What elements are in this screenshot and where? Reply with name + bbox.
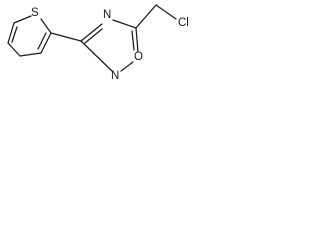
- thiophene-ring: S: [7, 7, 52, 57]
- oxadiazole-c3-n4-double-bond-inner: [84, 28, 103, 44]
- oxadiazole-n4-c5-bond: [112, 19, 137, 29]
- thiophene-c3-c4prime-bond: [19, 52, 42, 57]
- oxadiazole-ring: N N O: [80, 9, 143, 82]
- thiophene-c2-c3-bond: [40, 32, 52, 54]
- thiophene-c5-s-bond: [13, 15, 32, 24]
- thiophene-c4-c5-bond: [7, 22, 15, 44]
- oxadiazole-n2-label: N: [111, 70, 119, 82]
- chlorine-label: Cl: [178, 17, 189, 29]
- c5-ch2-bond: [135, 4, 157, 29]
- thiophene-sulfur-label: S: [31, 7, 39, 19]
- oxadiazole-n4-label: N: [103, 9, 111, 21]
- thiophene-c2-c3-double-bond-inner: [37, 32, 47, 50]
- oxadiazole-c5-o1-bond: [135, 27, 139, 53]
- oxadiazole-c5-o1-double-bond-inner: [131, 30, 135, 51]
- oxadiazole-n2-c3-bond: [80, 40, 113, 72]
- thiophene-c4-c5-double-bond-inner: [11, 26, 18, 43]
- structure-diagram: S N N O Cl: [0, 0, 246, 87]
- oxadiazole-o1-label: O: [134, 51, 143, 63]
- thiophene-c4prime-c5-bond: [7, 42, 21, 57]
- oxadiazole-c3-n4-bond: [80, 23, 103, 42]
- chloromethyl-group: Cl: [135, 4, 189, 29]
- ch2-cl-bond: [155, 4, 177, 20]
- oxadiazole-o1-n2-bond: [120, 61, 134, 72]
- thiophene-s-c2-bond: [40, 18, 52, 34]
- ring-link-bond: [50, 32, 82, 42]
